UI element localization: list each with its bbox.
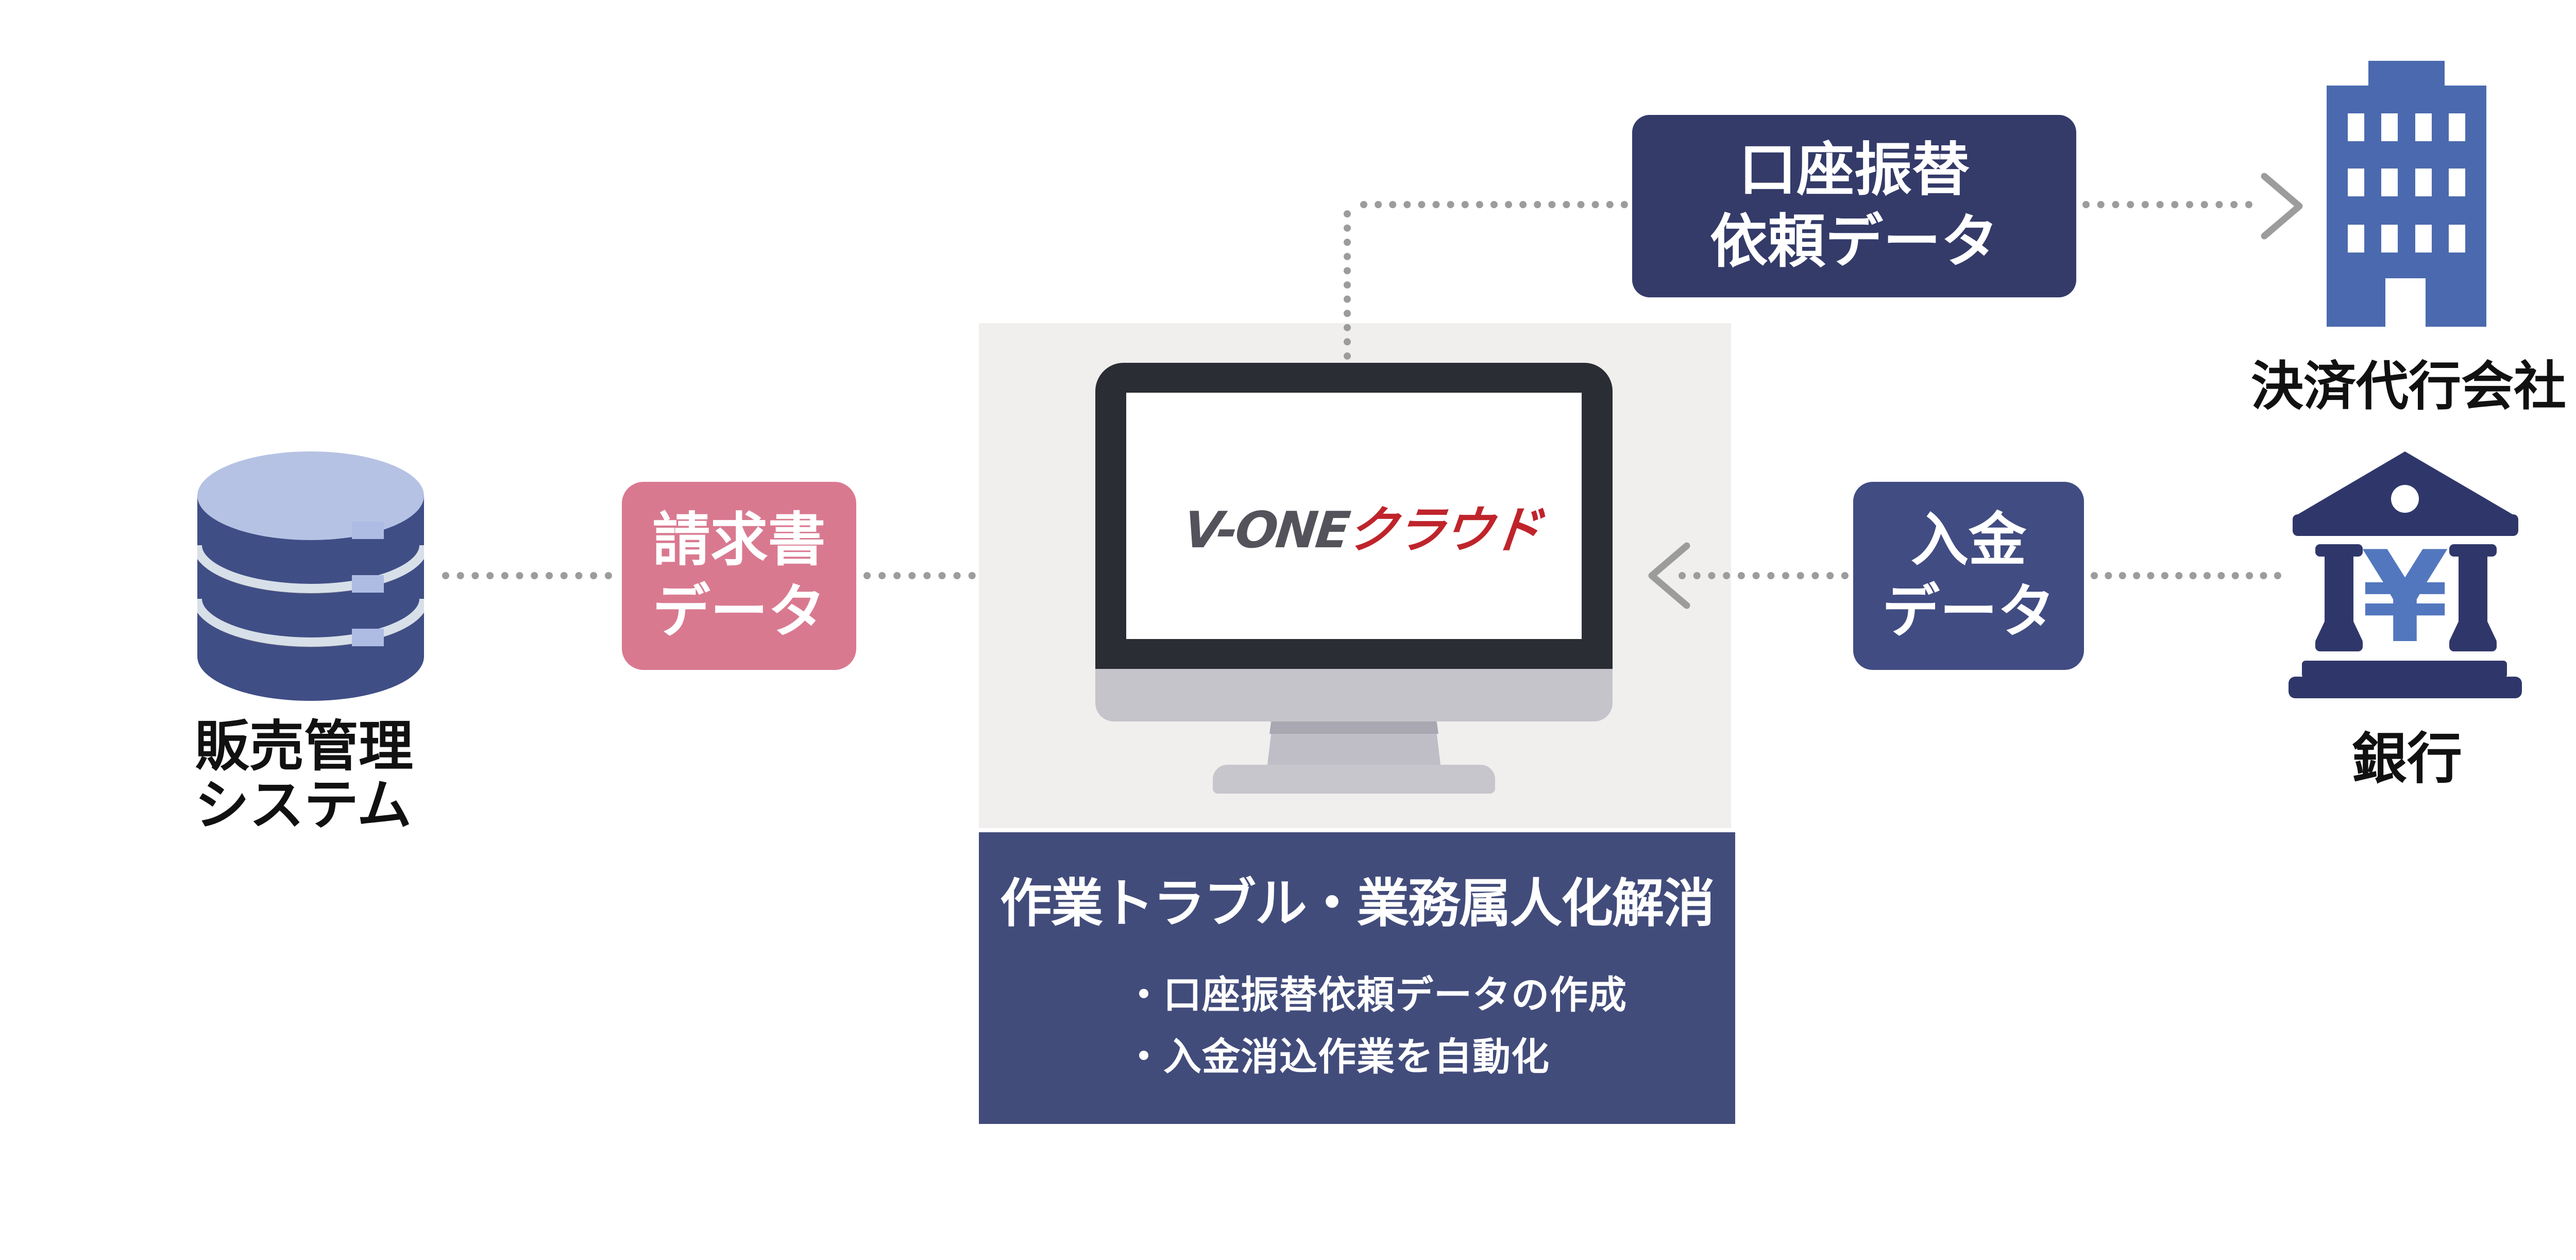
- brand-text: V-ONEクラウド: [1181, 489, 1544, 562]
- dotted-line-up-to-transferbox: [1360, 201, 1628, 208]
- monitor-screen: [1126, 393, 1582, 639]
- arrow-head-left-icon: [1648, 542, 1690, 609]
- sales-system-label-line2: システム: [195, 774, 412, 837]
- monitor-bezel: [1095, 669, 1613, 721]
- benefit-item-1: ・口座振替依頼データの作成: [1125, 973, 1627, 1017]
- dotted-line-monitor-up: [1344, 210, 1351, 360]
- building-icon: [2327, 61, 2486, 327]
- transfer-request-box: 口座振替 依頼データ: [1632, 115, 2076, 297]
- monitor-stand-shadow: [1269, 721, 1438, 734]
- vone-logo: V-ONEクラウド: [1177, 481, 1543, 569]
- brand-cloud: クラウド: [1345, 500, 1543, 559]
- brand-vone: V-ONE: [1181, 500, 1351, 559]
- monitor-stand-base: [1213, 765, 1495, 794]
- transfer-request-line1: 口座振替: [1739, 137, 1970, 204]
- dotted-line-transferbox-to-agency: [2082, 201, 2252, 208]
- database-icon: [197, 451, 424, 701]
- dotted-line-bank-to-depositbox: [2091, 572, 2281, 579]
- payment-agency-label: 決済代行会社: [2251, 356, 2566, 417]
- sales-system-label: 販売管理 システム: [195, 717, 442, 835]
- sales-system-label-line1: 販売管理: [195, 715, 413, 778]
- bank-icon: ¥: [2289, 451, 2522, 698]
- dotted-line-depositbox-to-monitor: [1679, 572, 1849, 579]
- transfer-request-line2: 依頼データ: [1710, 208, 1998, 275]
- yen-symbol: ¥: [2361, 524, 2449, 671]
- dotted-line-invoice-to-monitor: [863, 572, 1006, 579]
- invoice-data-line1: 請求書: [652, 506, 826, 574]
- deposit-data-line2: データ: [1882, 578, 2055, 645]
- deposit-data-line1: 入金: [1911, 506, 2026, 574]
- bank-label: 銀行: [2351, 727, 2462, 791]
- invoice-data-line2: データ: [652, 578, 826, 645]
- invoice-data-box: 請求書 データ: [622, 482, 856, 670]
- benefits-title: 作業トラブル・業務属人化解消: [999, 873, 1715, 934]
- benefit-item-2: ・入金消込作業を自動化: [1125, 1035, 1550, 1079]
- benefits-panel: 作業トラブル・業務属人化解消 ・口座振替依頼データの作成 ・入金消込作業を自動化: [979, 832, 1735, 1124]
- deposit-data-box: 入金 データ: [1853, 482, 2084, 670]
- arrow-head-right-icon: [2261, 173, 2303, 240]
- dotted-line-db-to-invoice: [442, 572, 612, 579]
